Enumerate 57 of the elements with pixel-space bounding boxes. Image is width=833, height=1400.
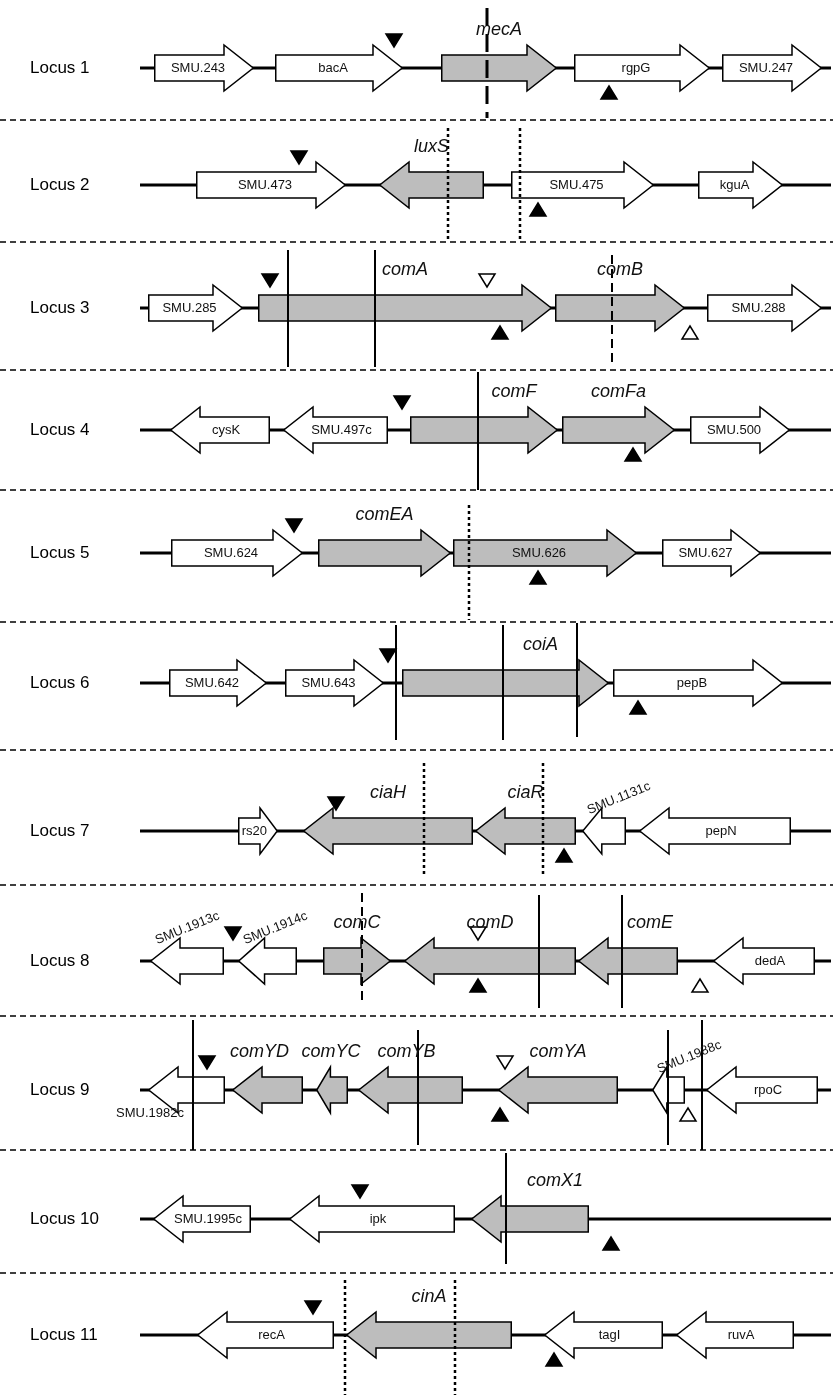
gene-label: SMU.473	[237, 178, 293, 191]
gene-label: comB	[597, 260, 643, 278]
gene-label: SMU.247	[738, 61, 794, 74]
locus-label: Locus 10	[30, 1210, 99, 1227]
gene-label: luxS	[414, 137, 449, 155]
gene-label: pepN	[705, 824, 737, 837]
gene-label: comYD	[230, 1042, 289, 1060]
gene-label: SMU.243	[170, 61, 226, 74]
gene-label: coiA	[523, 635, 558, 653]
gene-label: SMU.624	[203, 546, 259, 559]
gene-label: SMU.497c	[311, 423, 372, 436]
gene-label: comA	[382, 260, 428, 278]
gene-label: tagI	[598, 1328, 621, 1341]
gene-label: ciaR	[507, 783, 544, 801]
gene-label: pepB	[676, 676, 708, 689]
gene-label: comC	[333, 913, 381, 931]
gene-label: SMU.626	[511, 546, 567, 559]
gene-label: ipk	[369, 1212, 387, 1225]
locus-label: Locus 11	[30, 1326, 98, 1343]
gene-label: comFa	[591, 382, 646, 400]
gene-label: SMU.1982c	[116, 1106, 184, 1119]
gene-label: comF	[491, 382, 537, 400]
gene-label: comX1	[527, 1171, 583, 1189]
gene-label: recA	[258, 1328, 285, 1341]
locus-label: Locus 6	[30, 674, 90, 691]
gene-label: rgpG	[621, 61, 651, 74]
gene-label: SMU.500	[706, 423, 762, 436]
gene-label: mecA	[476, 20, 522, 38]
locus-label: Locus 5	[30, 544, 90, 561]
gene-label: dedA	[754, 954, 786, 967]
locus-label: Locus 8	[30, 952, 90, 969]
gene-label: SMU.475	[549, 178, 604, 191]
locus-label: Locus 9	[30, 1081, 90, 1098]
gene-label: SMU.627	[678, 546, 733, 559]
gene-label: ciaH	[370, 783, 406, 801]
gene-label: SMU.642	[184, 676, 240, 689]
gene-label: SMU.1995c	[174, 1212, 242, 1225]
gene-label: kguA	[719, 178, 750, 191]
gene-label: rpoC	[753, 1083, 783, 1096]
locus-label: Locus 4	[30, 421, 90, 438]
gene-label: comEA	[355, 505, 414, 523]
locus-label: Locus 1	[30, 59, 90, 76]
locus-label: Locus 2	[30, 176, 90, 193]
gene-label: bacA	[318, 61, 348, 74]
locus-label: Locus 7	[30, 822, 90, 839]
gene-label: ruvA	[727, 1328, 755, 1341]
gene-label: comD	[466, 913, 514, 931]
gene-label: comYC	[301, 1042, 361, 1060]
gene-label: comE	[627, 913, 673, 931]
gene-label: cinA	[411, 1287, 447, 1305]
gene-label: rs20	[241, 824, 268, 837]
gene-label: SMU.285	[162, 301, 217, 314]
gene-label: comYA	[529, 1042, 587, 1060]
locus-label: Locus 3	[30, 299, 90, 316]
gene-label: SMU.643	[301, 676, 356, 689]
gene-label: SMU.288	[731, 301, 786, 314]
gene-label: cysK	[211, 423, 241, 436]
